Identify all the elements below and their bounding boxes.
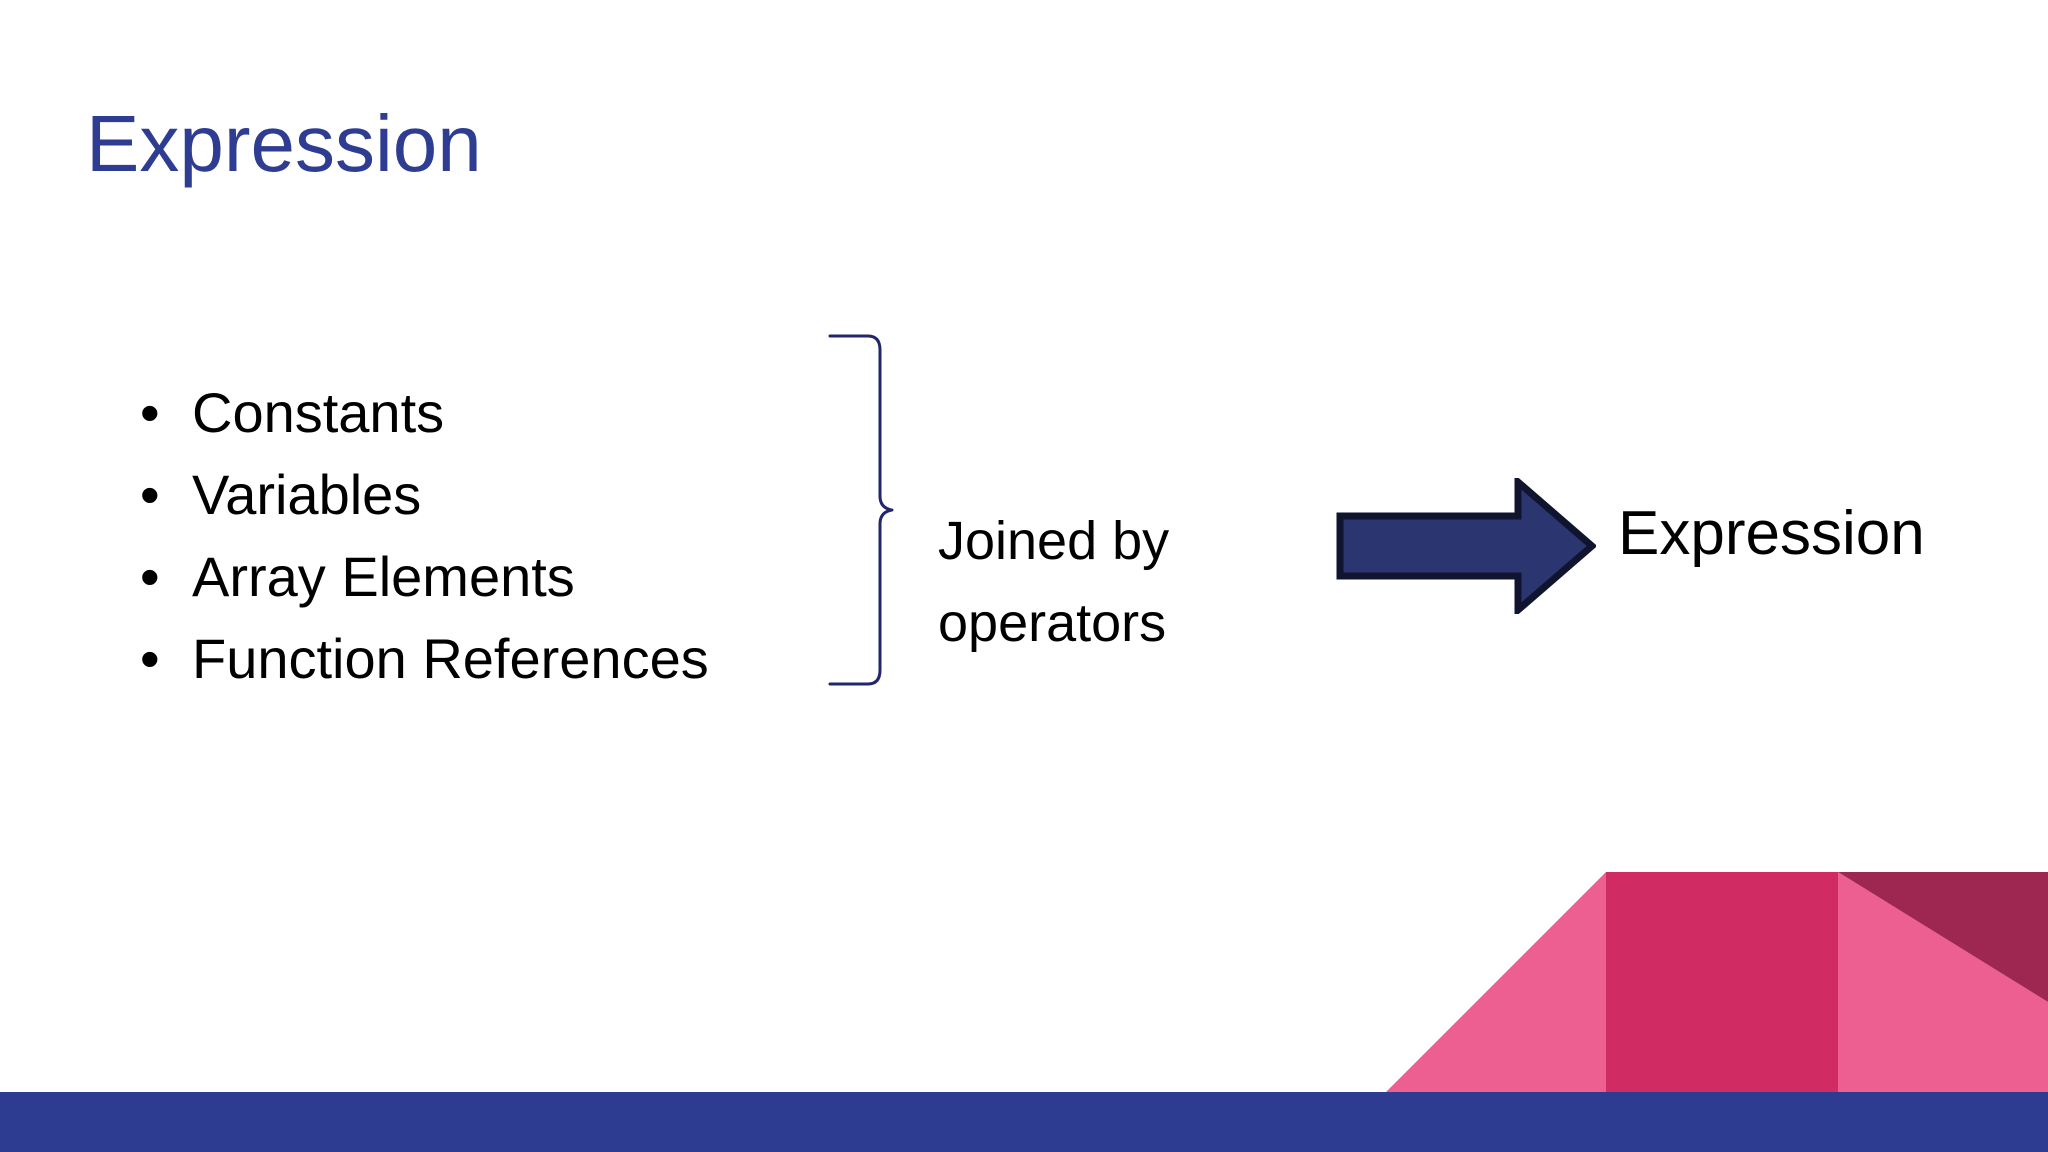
right-curly-brace-icon xyxy=(826,334,898,686)
result-label: Expression xyxy=(1618,499,1925,568)
joined-line-1: Joined by xyxy=(938,511,1170,571)
joined-by-operators-label: Joined by operators xyxy=(938,500,1258,664)
page-title: Expression xyxy=(86,99,482,188)
decoration-triangle-left xyxy=(1386,872,1606,1092)
bullet-point-icon: • xyxy=(140,381,160,444)
decoration-triangle-maroon xyxy=(1838,872,2048,1002)
list-item: • Array Elements xyxy=(140,536,709,618)
list-item: • Constants xyxy=(140,372,709,454)
decoration-rect-center xyxy=(1606,872,1838,1092)
list-item-label: Array Elements xyxy=(192,545,575,608)
joined-line-2: operators xyxy=(938,593,1167,653)
bottom-accent-bar xyxy=(0,1092,2048,1152)
bullet-point-icon: • xyxy=(140,627,160,690)
list-item-label: Variables xyxy=(192,463,422,526)
right-block-arrow-icon xyxy=(1336,478,1596,614)
bullet-point-icon: • xyxy=(140,463,160,526)
bullet-list: • Constants • Variables • Array Elements… xyxy=(140,372,709,700)
decoration-triangle-right xyxy=(1838,872,2048,1092)
list-item-label: Function References xyxy=(192,627,709,690)
bullet-point-icon: • xyxy=(140,545,160,608)
list-item: • Function References xyxy=(140,618,709,700)
list-item: • Variables xyxy=(140,454,709,536)
list-item-label: Constants xyxy=(192,381,445,444)
